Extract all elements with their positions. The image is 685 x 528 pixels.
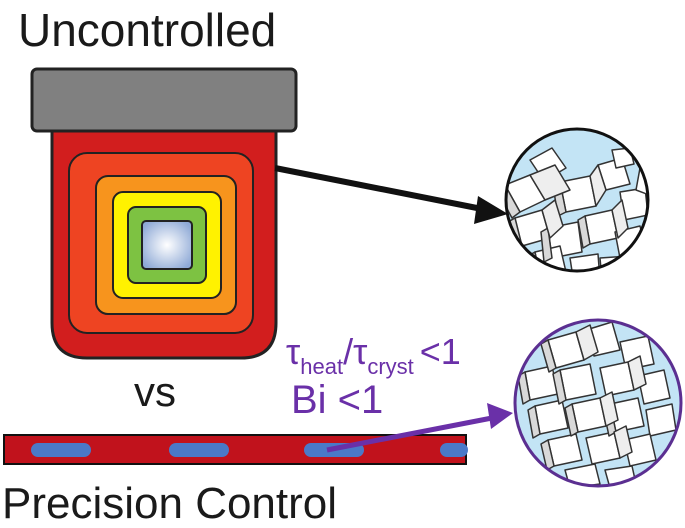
droplet-1 [31,443,91,457]
ratio-slash: / [343,331,353,372]
microfluidic-tube [3,434,468,465]
vial-core [141,220,193,270]
uncontrolled-title: Uncontrolled [18,4,276,56]
precision-control-title: Precision Control [2,479,337,528]
control-criteria: τheat/τcryst<1 Bi <1 [286,331,461,422]
biot-number: Bi <1 [291,378,383,422]
ratio-less-than-one: <1 [420,331,461,372]
tau-heat-symbol: τ [286,331,300,372]
arrow-to-random-crystals [274,165,508,224]
cryst-subscript: cryst [367,354,413,379]
vial-lid [30,67,298,133]
tau-cryst-symbol: τ [353,331,367,372]
timescale-ratio: τheat/τcryst<1 [286,331,461,379]
heat-subscript: heat [300,354,343,379]
droplet-4 [440,443,468,457]
crystal-inset-controlled [513,318,683,488]
vs-label: vs [134,368,176,415]
droplet-2 [169,443,229,457]
arrow-to-ordered-crystals [326,403,513,453]
crystal-inset-uncontrolled [504,127,650,273]
uncontrolled-vial [30,67,298,360]
